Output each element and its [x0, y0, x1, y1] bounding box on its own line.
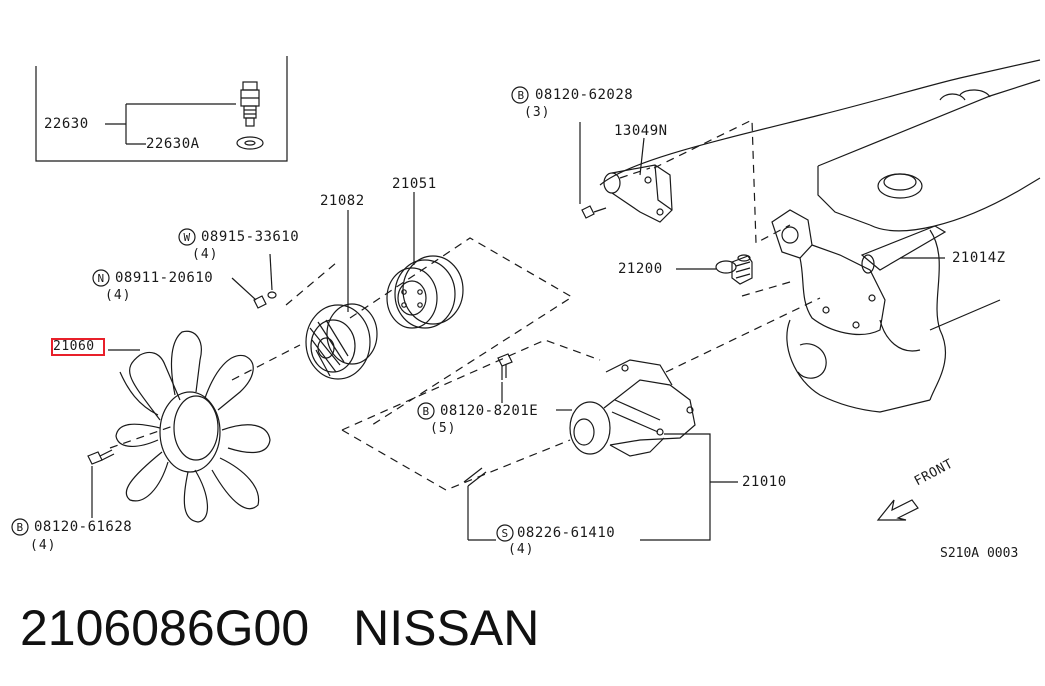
label-08120-61628[interactable]: 08120-61628: [34, 519, 133, 535]
label-21051[interactable]: 21051: [392, 176, 437, 192]
prefix-b-8201e: B: [422, 405, 430, 418]
label-08915-33610[interactable]: 08915-33610: [201, 229, 300, 245]
prefix-s-61410: S: [501, 527, 509, 540]
assembly-lines: [109, 119, 821, 491]
fan-clutch-21082-icon: [305, 303, 378, 380]
label-08911-20610[interactable]: 08911-20610: [115, 270, 214, 286]
footer-part-number: 2106086G00: [20, 600, 310, 656]
front-arrow-icon: [876, 499, 919, 521]
qty-08226-61410: (4): [508, 542, 535, 557]
thermostat-icon: [715, 254, 753, 285]
fan-21060-icon: [115, 330, 271, 523]
footer-title: 2106086G00 NISSAN: [20, 598, 583, 658]
label-21060-highlighted[interactable]: 21060: [51, 338, 105, 356]
label-22630[interactable]: 22630: [44, 116, 89, 132]
prefix-b-62028: B: [517, 89, 525, 102]
prefix-n-20610: N: [97, 272, 105, 285]
qty-08120-61628: (4): [30, 538, 57, 553]
label-13049n[interactable]: 13049N: [614, 123, 668, 139]
washer-icon: [236, 136, 264, 150]
qty-08915-33610: (4): [192, 247, 219, 262]
water-pump-21010-icon: [569, 359, 696, 457]
inset-box: [35, 56, 288, 162]
diagram-code: S210A 0003: [940, 546, 1019, 561]
leader-lines: [91, 122, 945, 541]
prefix-circles: [11, 86, 529, 542]
bolt-08120-8201e-icon: [497, 353, 513, 380]
label-08120-8201e[interactable]: 08120-8201E: [440, 403, 539, 419]
pulley-21051-icon: [386, 255, 464, 329]
label-21010[interactable]: 21010: [742, 474, 787, 490]
footer-brand: NISSAN: [353, 600, 540, 656]
label-08226-61410[interactable]: 08226-61410: [517, 525, 616, 541]
nut-washer-icon: [253, 291, 277, 309]
housing-13049n-icon: [581, 164, 673, 223]
prefix-b-61628: B: [16, 521, 24, 534]
label-21014z[interactable]: 21014Z: [952, 250, 1006, 266]
engine-block: [599, 59, 1041, 413]
label-22630a[interactable]: 22630A: [146, 136, 200, 152]
stud-08226-61410-icon: [463, 467, 487, 487]
qty-08120-62028: (3): [524, 105, 551, 120]
temp-sensor-icon: [240, 81, 260, 127]
prefix-w-33610: W: [183, 231, 191, 244]
label-21200[interactable]: 21200: [618, 261, 663, 277]
qty-08120-8201e: (5): [430, 421, 457, 436]
label-21082[interactable]: 21082: [320, 193, 365, 209]
qty-08911-20610: (4): [105, 288, 132, 303]
label-08120-62028[interactable]: 08120-62028: [535, 87, 634, 103]
bolt-08120-61628-icon: [87, 449, 115, 465]
